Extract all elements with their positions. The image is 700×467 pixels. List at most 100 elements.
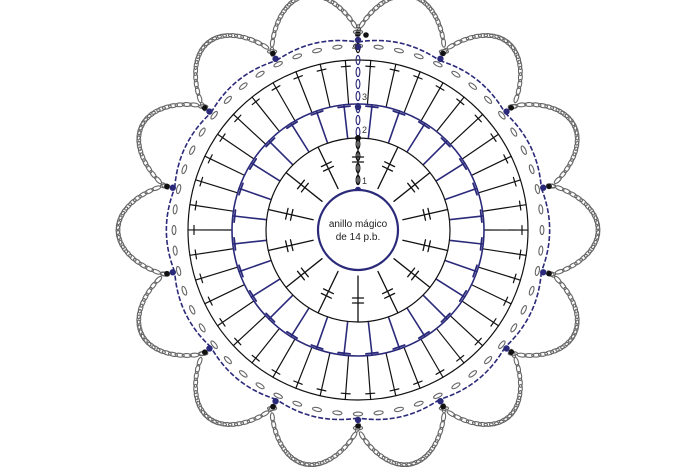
round-5-petal-chain — [204, 413, 213, 422]
round-2-stitch — [290, 307, 310, 338]
round-5-petal-chain — [143, 337, 152, 347]
round-1-stitch-bar — [296, 270, 306, 281]
round-5-petal-chain — [124, 249, 132, 258]
round-5-petal-chain — [345, 13, 354, 23]
round-2-stitch — [367, 103, 373, 139]
round-5-petal-chain — [503, 38, 512, 47]
round-2-stitch-bar — [440, 137, 451, 148]
round-3-stitch-bar — [234, 337, 242, 346]
round-1-stitch-bar — [381, 288, 394, 295]
round-2-stitch — [387, 110, 401, 144]
round-3-stitch-bar — [340, 392, 351, 395]
round-5-petal-chain — [207, 36, 218, 43]
round-5-petal-chain — [517, 59, 523, 71]
round-5-petal-chain — [325, 0, 335, 5]
round-5-petal-chain — [132, 258, 142, 266]
round-5-petal-chain — [138, 329, 145, 339]
round-5-petal-chain — [434, 433, 442, 443]
round-5-petal-chain — [574, 130, 580, 141]
round-5-petal-chain — [116, 215, 123, 226]
round-5-petal-chain — [280, 6, 288, 16]
round-5-petal-chain — [381, 0, 391, 4]
round-1-stitch — [267, 208, 314, 221]
round-5-petal-chain — [136, 140, 142, 152]
round-5-petal-chain — [544, 350, 555, 356]
round-5-petal-chain — [124, 202, 133, 211]
round-3-stitch-bar — [490, 133, 497, 142]
round-4-join-dot — [272, 397, 279, 405]
round-5-petal-chain — [277, 11, 285, 21]
round-5-petal-chain — [579, 253, 588, 262]
round-1-stitch-bar — [320, 292, 332, 299]
round-1-stitch-bar — [407, 267, 416, 278]
round-4-arc — [210, 59, 277, 114]
round-5-petal-chain — [483, 33, 494, 39]
round-5-petal-chain — [181, 353, 192, 358]
round-5-petal-chain — [194, 54, 201, 65]
round-5-petal-chain — [386, 458, 397, 465]
round-1-stitch-bar — [384, 292, 396, 299]
round-4-chain — [393, 47, 404, 54]
round-5-petal-chain — [151, 345, 161, 352]
round-4-chain — [539, 224, 545, 236]
round-2-stitch-bar — [365, 105, 379, 109]
round-5-petal-chain — [138, 261, 148, 269]
round-4-chain — [528, 285, 535, 296]
round-4-chain — [433, 61, 443, 68]
round-3-stitch-bar — [316, 388, 327, 392]
round-3-stitch-bar — [503, 154, 509, 164]
round-1-stitch-bar — [300, 267, 309, 278]
round-4-chain — [433, 392, 443, 399]
round-2-stitch — [435, 278, 466, 298]
round-5-petal-chain — [553, 176, 562, 185]
round-5-petal-chain — [517, 78, 523, 90]
start-chain-stitch — [355, 174, 361, 186]
round-5-petal-chain — [290, 0, 301, 4]
round-3-stitch — [216, 300, 254, 327]
round-4-arc — [165, 187, 176, 273]
round-1-stitch — [285, 258, 323, 289]
round-5-petal-chain — [362, 437, 371, 447]
round-3-stitch-bar — [251, 98, 260, 106]
round-2-stitch-bar — [310, 110, 324, 116]
round-2-stitch-bar — [248, 158, 258, 171]
round-3-stitch-bar — [293, 75, 303, 80]
round-2-stitch-bar — [265, 137, 276, 148]
round-5-petal-chain — [498, 36, 509, 44]
round-5-petal-chain — [136, 314, 142, 325]
round-1-stitch-bar — [289, 208, 294, 221]
round-1-stitch — [402, 239, 449, 252]
round-5-petal-chain — [139, 298, 146, 308]
round-5-petal-chain — [212, 34, 222, 41]
round-5-petal-chain — [537, 103, 549, 109]
round-5-petal-chain — [189, 352, 200, 358]
round-5-join-dot — [508, 104, 515, 111]
round-4-chain — [210, 340, 218, 350]
round-5-petal-chain — [515, 363, 522, 375]
round-2-stitch-bar — [238, 264, 244, 278]
round-5-petal-chain — [517, 377, 523, 388]
round-5-petal-chain — [290, 456, 300, 464]
round-5-petal-chain — [513, 49, 520, 60]
round-5-petal-chain — [411, 459, 421, 466]
round-5-petal-chain — [584, 202, 592, 211]
round-3-stitch — [251, 328, 280, 364]
round-2-stitch — [268, 140, 294, 166]
round-2-stitch-bar — [472, 182, 478, 196]
round-2-stitch-bar — [392, 110, 406, 116]
round-5-petal-chain — [574, 308, 580, 320]
round-5-petal-chain — [246, 417, 257, 424]
round-1-layer — [265, 137, 451, 323]
round-5-petal-chain — [441, 37, 447, 48]
round-5-petal-chain — [142, 292, 149, 302]
round-5-join-dot — [440, 50, 446, 57]
round-5-petal-chain — [494, 34, 504, 41]
round-4-chain — [451, 70, 461, 78]
round-3-stitch — [319, 63, 331, 107]
round-5-petal-chain — [593, 215, 600, 226]
round-5-petal-chain — [453, 414, 463, 421]
round-5-join-dot — [546, 270, 552, 277]
round-1-stitch-bar — [300, 182, 309, 193]
round-3-stitch-bar — [435, 85, 445, 91]
